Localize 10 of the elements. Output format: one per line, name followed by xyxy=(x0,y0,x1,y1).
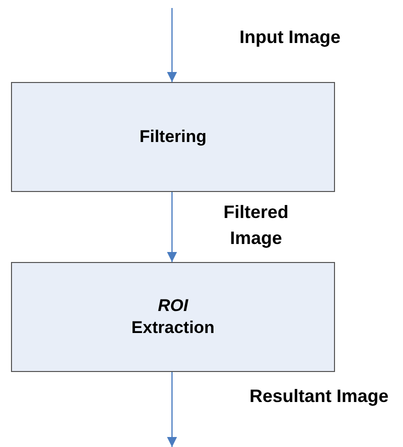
edge-label: Resultant Image xyxy=(248,385,390,408)
box-label: ROI Extraction xyxy=(130,294,216,339)
arrow xyxy=(167,372,177,447)
arrow xyxy=(167,8,177,82)
edge-label: Input Image xyxy=(238,26,342,49)
arrow xyxy=(167,192,177,262)
process-box xyxy=(11,262,335,372)
edge-label: Filtered Image xyxy=(222,201,290,250)
process-box xyxy=(11,82,335,192)
box-label: Filtering xyxy=(139,126,207,148)
